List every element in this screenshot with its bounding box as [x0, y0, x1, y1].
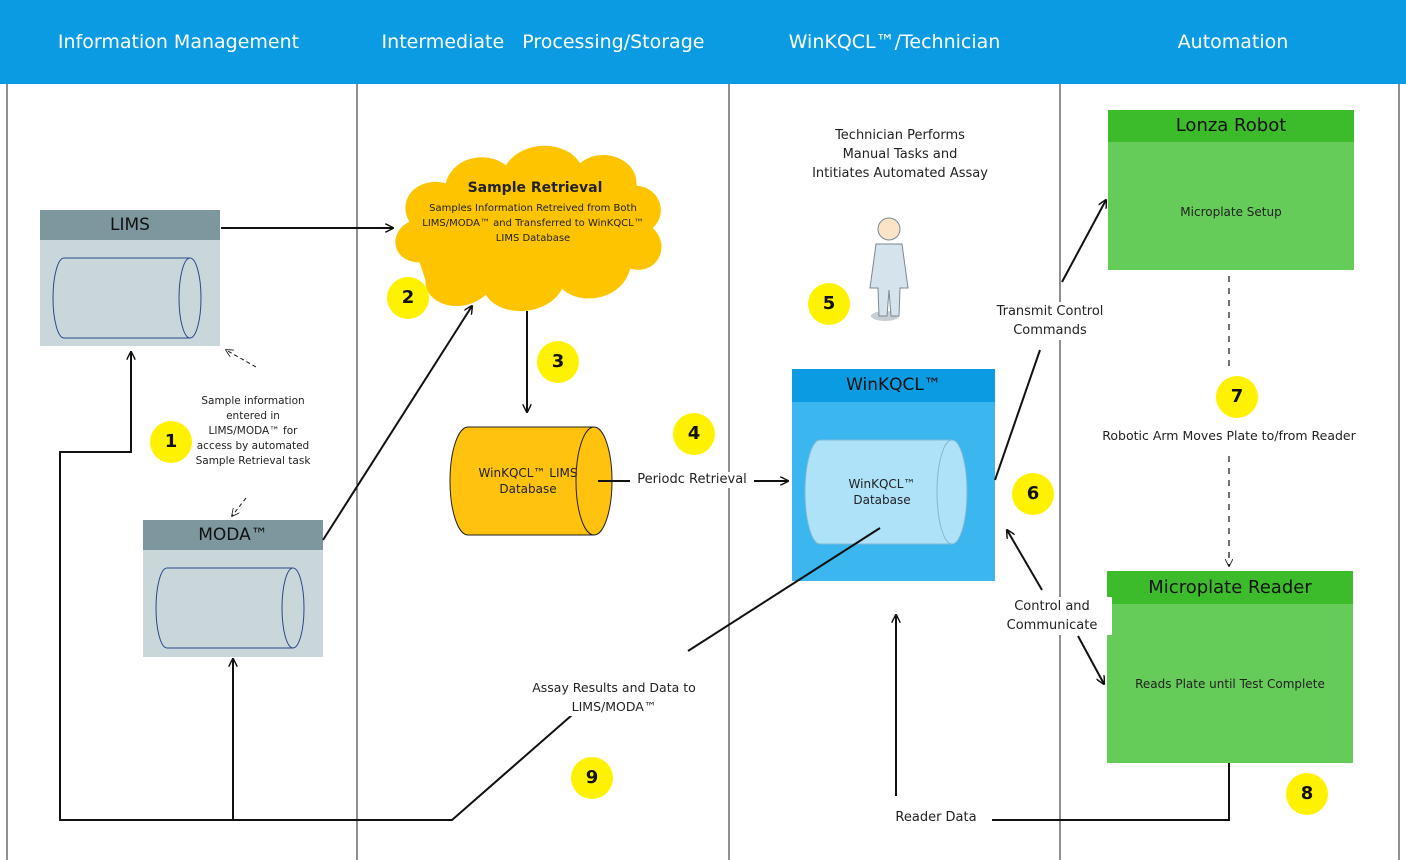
lane-title-intermediate-processing: Intermediate Processing/Storage [381, 31, 705, 53]
sample-retrieval-title: Sample Retrieval [467, 180, 603, 196]
periodic-retrieval-label: Periodc Retrieval [630, 472, 754, 488]
step-badge-4: 4 [673, 413, 715, 455]
technician-icon [869, 217, 909, 321]
lonza-robot-body: Microplate Setup [1180, 205, 1282, 219]
microplate-reader-box [1107, 571, 1353, 763]
lims-box [40, 210, 220, 346]
dashed-arrow-to-moda [232, 497, 247, 516]
connector-reader-data [992, 763, 1230, 821]
reader-data-label: Reader Data [880, 810, 992, 826]
winkqcl-lims-db-label: WinKQCL™ LIMS Database [478, 466, 578, 496]
winkqcl-lims-database [449, 426, 613, 536]
dashed-arrow-to-lims [226, 350, 257, 368]
step-badge-2: 2 [387, 277, 429, 319]
step-badge-8: 8 [1286, 773, 1328, 815]
step-badge-1: 1 [150, 421, 192, 463]
lims-title: LIMS [110, 215, 150, 235]
sample-info-label: Sample information entered in LIMS/MODA™… [195, 395, 311, 467]
lane-title-winkqcl-technician: WinKQCL™/Technician [788, 31, 1001, 53]
connector-results-upper [687, 527, 881, 652]
arrow-control-to-reader [1077, 635, 1104, 684]
microplate-reader-title: Microplate Reader [1148, 577, 1312, 598]
microplate-reader-body: Reads Plate until Test Complete [1135, 677, 1325, 691]
lonza-robot-title: Lonza Robot [1175, 115, 1287, 136]
winkqcl-db-label: WinKQCL™ Database [848, 477, 916, 507]
arrow-control-to-winkqcl [1007, 530, 1043, 591]
control-communicate-label: Control and Communicate [992, 597, 1112, 635]
connector-transmit-commands [994, 349, 1041, 481]
step-badge-9: 9 [571, 757, 613, 799]
sample-retrieval-cloud [395, 145, 662, 312]
winkqcl-box [792, 369, 995, 581]
transmit-commands-label: Transmit Control Commands [982, 302, 1118, 340]
moda-title: MODA™ [198, 525, 268, 545]
lane-title-automation: Automation [1177, 31, 1289, 53]
sample-retrieval-text: Samples Information Retreived from Both … [422, 203, 644, 244]
moda-box [143, 520, 323, 657]
technician-label: Technician Performs Manual Tasks and Int… [812, 128, 988, 181]
robotic-arm-label: Robotic Arm Moves Plate to/from Reader [1062, 428, 1396, 444]
arrow-moda-to-retrieval [322, 306, 472, 541]
step-badge-5: 5 [808, 283, 850, 325]
lonza-robot-box [1108, 110, 1354, 270]
arrow-results-to-lims [59, 352, 581, 821]
assay-results-label: Assay Results and Data to LIMS/MODA™ [522, 678, 706, 716]
winkqcl-title: WinKQCL™ [846, 375, 941, 395]
step-badge-3: 3 [537, 341, 579, 383]
step-badge-6: 6 [1012, 473, 1054, 515]
swimlane-header [0, 0, 1406, 84]
arrow-transmit-commands [1061, 200, 1106, 283]
step-badge-7: 7 [1216, 376, 1258, 418]
lane-title-information-management: Information Management [57, 31, 300, 53]
